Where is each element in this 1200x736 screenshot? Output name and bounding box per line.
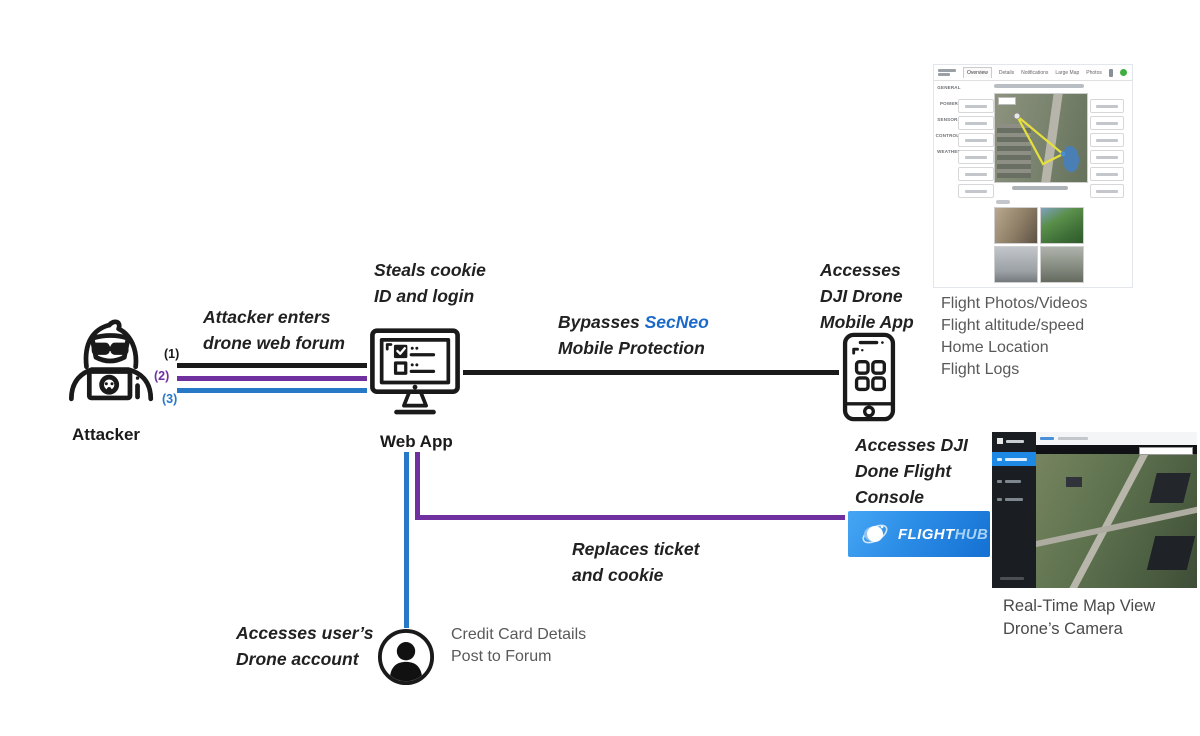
photos-section-label-placeholder (996, 200, 1010, 204)
status-dot-icon (1119, 69, 1127, 76)
console-sidebar (992, 432, 1036, 588)
dashboard-tab-photos: Photos (1086, 69, 1102, 76)
dashboard-flight-title-placeholder (994, 84, 1084, 88)
edge-line-purple-vertical (415, 452, 420, 520)
console-menu-item (992, 492, 1036, 506)
console-satellite-map (1036, 445, 1197, 588)
dashboard-nav-bar: Overview Details Notifications Large Map… (934, 65, 1132, 81)
annotation-steals-cookie: Steals cookie ID and login (374, 260, 486, 306)
annotation-replaces-ticket: Replaces ticket and cookie (572, 539, 700, 585)
edge-line-3-blue (177, 388, 367, 393)
flight-path-line (1013, 112, 1066, 166)
dashboard-tab-details: Details (998, 69, 1015, 76)
dashboard-tab-overview: Overview (963, 67, 992, 78)
edge-label-2: (2) (154, 369, 170, 383)
edge-label-1: (1) (164, 347, 180, 361)
dashboard-tab-notifications: Notifications (1021, 69, 1049, 76)
flighthub-logo: FLIGHTHUB (848, 511, 990, 557)
edge-label-3: (3) (162, 392, 178, 406)
console-main-area (1036, 432, 1197, 588)
flight-stat-boxes-left (958, 99, 994, 198)
sidebar-item-controls: CONTROLS (935, 133, 963, 138)
console-footer-placeholder (1000, 577, 1024, 580)
dashboard-tab-large-map: Large Map (1055, 69, 1080, 76)
dashboard-sidebar: GENERAL POWER SENSORS CONTROLS WEATHER (934, 85, 964, 154)
map-coordinates-placeholder (1012, 186, 1068, 190)
annotation-accesses-user: Accesses user’s Drone account (236, 623, 374, 669)
user-account-icon (377, 628, 435, 686)
sidebar-item-sensors: SENSORS (937, 117, 961, 122)
sidebar-item-general: GENERAL (937, 85, 961, 90)
sidebar-item-weather: WEATHER (937, 149, 961, 154)
battery-icon (1108, 68, 1113, 77)
flight-path-map (994, 93, 1088, 183)
city-skyline-photo (994, 246, 1038, 283)
farm-pool-aerial-photo (1040, 207, 1084, 244)
edge-line-purple-horizontal (415, 515, 845, 520)
edge-line-1-black (177, 363, 367, 368)
edge-line-blue-vertical (404, 452, 409, 628)
ground-crew-photo (994, 207, 1038, 244)
attacker-hacker-icon (68, 319, 154, 402)
console-menu-active-item (992, 452, 1036, 466)
annotation-accesses-mobile: Accesses DJI Drone Mobile App (820, 260, 914, 332)
console-search-box (1139, 446, 1193, 455)
flight-stat-boxes-right (1090, 99, 1124, 198)
flight-log-dashboard-screenshot: Overview Details Notifications Large Map… (933, 64, 1133, 288)
flighthub-globe-icon (862, 524, 888, 544)
console-map-toolbar (1036, 445, 1197, 455)
road-aerial-photo (1040, 246, 1084, 283)
sidebar-item-power: POWER (939, 101, 958, 106)
bypasses-line2: Mobile Protection (558, 338, 705, 358)
edge-line-webapp-phone (463, 370, 839, 375)
console-logo (997, 438, 1024, 444)
annotation-attacker-enters: Attacker enters drone web forum (203, 307, 345, 353)
flighthub-text-hub: HUB (954, 525, 989, 543)
secneo-brand: SecNeo (644, 312, 709, 332)
flighthub-console-screenshot (992, 432, 1197, 588)
caption-flight-data-list: Flight Photos/Videos Flight altitude/spe… (941, 295, 1088, 378)
caption-realtime-map: Real-Time Map View Drone’s Camera (1003, 597, 1156, 638)
web-app-monitor-icon (370, 328, 460, 415)
flighthub-text-flight: FLIGHT (898, 525, 955, 543)
bypasses-text: Bypasses (558, 312, 645, 332)
caption-credit-card: Credit Card Details Post to Forum (451, 626, 587, 665)
console-topbar (1036, 432, 1197, 445)
attacker-label: Attacker (72, 425, 141, 444)
edge-line-2-purple (177, 376, 367, 381)
console-menu-item (992, 474, 1036, 488)
dashboard-logo (938, 69, 956, 76)
mobile-phone-icon (842, 332, 896, 422)
map-zoom-control (998, 97, 1016, 105)
annotation-accesses-console: Accesses DJI Done Flight Console (855, 435, 968, 507)
map-pond (1063, 146, 1079, 172)
web-app-label: Web App (380, 432, 453, 451)
flight-photo-grid (994, 207, 1084, 283)
